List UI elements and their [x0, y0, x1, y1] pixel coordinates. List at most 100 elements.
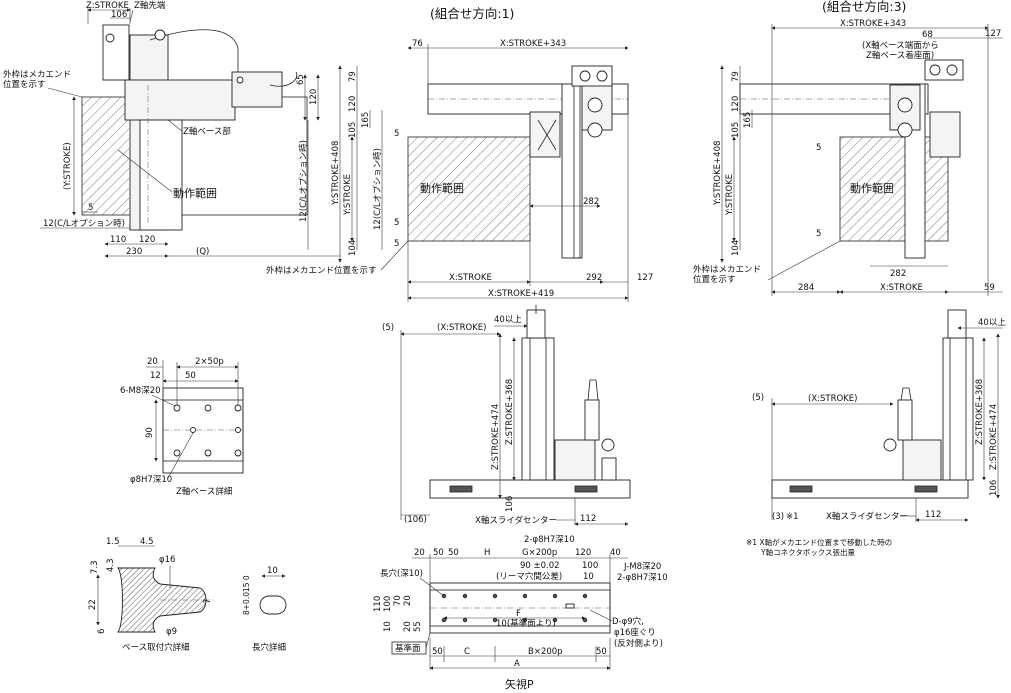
label-5-front1: (5): [382, 323, 394, 333]
label-79-dir1: 79: [348, 71, 358, 82]
label-tap-p: J-M8深20: [623, 562, 661, 572]
label-slider-center-front3: X軸スライダセンター: [826, 511, 908, 522]
label-282-dir1: 282: [583, 197, 599, 207]
z-column-front3: [942, 337, 974, 481]
label-106-front1: 106: [505, 496, 515, 512]
note-x-end-dir3-line2: Z軸ベース着座面): [866, 50, 934, 61]
label-z-stroke-474-front1: Z:STROKE+474: [491, 404, 501, 470]
label-counterbore-p: φ16座ぐり: [614, 627, 656, 638]
label-105-dir1: 105: [348, 122, 358, 138]
label-50-zbase: 50: [185, 371, 196, 381]
title-mount-hole: ベース取付穴詳細: [122, 642, 190, 653]
label-50b-bottom-p: 50: [596, 647, 607, 657]
label-43-mount: 4.3: [106, 558, 116, 572]
mount-hole-detail: 1.5 4.5 7.3 4.3 φ16 22 7 6 φ9 ベース取付穴詳細: [88, 537, 215, 653]
label-10-longhole: 10: [267, 566, 278, 576]
footnote-front3-line2: Y軸コネクタボックス張出量: [746, 547, 856, 557]
heading-dir3: (組合せ方向:3): [822, 0, 906, 14]
label-110: 110: [110, 235, 126, 245]
label-pitch-zbase: 2×50p: [195, 357, 224, 367]
label-120-dir3: 120: [731, 96, 741, 112]
label-6-mount: 6: [97, 629, 107, 634]
label-x-stroke-343-dir3: X:STROKE+343: [840, 19, 906, 29]
label-x-stroke-dir3: X:STROKE: [880, 283, 923, 293]
label-z-stroke: Z:STROKE: [86, 1, 129, 11]
front-view-dir3: 40以上 (5) (X:STROKE) Z:STROKE+474 Z:STROK…: [746, 309, 1006, 557]
label-106-left: 106: [111, 10, 127, 20]
label-10-left-p: 10: [383, 621, 393, 632]
label-opposite-p: (反対側より): [614, 638, 663, 649]
label-x-stroke-dir1: X:STROKE: [449, 273, 492, 283]
label-12-zbase: 12: [150, 371, 161, 381]
y-axis-rail-dir1: [561, 83, 583, 259]
label-z-stroke-368-front3: Z:STROKE+368: [975, 379, 985, 445]
label-20b-left-p: 20: [403, 621, 413, 632]
label-ref-10-p: 10(基準面より): [496, 618, 556, 629]
label-40-front1: 40以上: [494, 315, 522, 325]
label-120-dir1: 120: [348, 96, 358, 112]
label-104-dir3: 104: [731, 240, 741, 256]
label-z-stroke-474-front3: Z:STROKE+474: [989, 404, 999, 470]
label-y-stroke-dir1: Y:STROKE: [343, 174, 353, 216]
label-292-dir1: 292: [586, 273, 602, 283]
z-base-block: [124, 79, 236, 121]
label-90-zbase: 90: [145, 427, 155, 438]
label-long-hole-p: 長穴(深10): [380, 568, 423, 579]
label-5a-dir3: 5: [816, 143, 821, 153]
y-axis-body: [139, 119, 183, 231]
z-column-front1: [521, 337, 555, 481]
label-50a-top-p: 50: [433, 548, 444, 558]
label-165-dir3: 165: [743, 112, 753, 128]
label-120v-left: 120: [309, 89, 319, 105]
note-outer-frame-dir1: 外枠はメカエンド位置を示す: [266, 265, 377, 276]
arrow-view-p: 2-φ8H7深10 20 50 50 H G×200p 120 40 90 ±0…: [373, 535, 668, 691]
label-230: 230: [126, 247, 142, 257]
label-120-left: 120: [139, 235, 155, 245]
label-112-front1: 112: [580, 514, 596, 524]
label-40-front3: 40以上: [978, 318, 1006, 328]
label-f-p: F: [516, 609, 521, 619]
label-105-dir3: 105: [731, 122, 741, 138]
label-20-zbase: 20: [147, 357, 158, 367]
label-73-mount: 7.3: [90, 560, 100, 574]
note-outer-frame-dir3-line1: 外枠はメカエンド: [693, 264, 761, 275]
label-104-dir1: 104: [348, 240, 358, 256]
note-outer-frame-left-line2: 位置を示す: [3, 79, 46, 90]
note-outer-frame-left-line1: 外枠はメカエンド: [3, 69, 71, 80]
label-100-left-p: 100: [383, 596, 393, 612]
label-tol-longhole: 8+0.015 0: [242, 575, 251, 615]
label-106-front3: 106: [989, 480, 999, 496]
label-reamer-p: (リーマ穴間公差): [496, 571, 562, 582]
label-pin-zbase: φ8H7深10: [130, 475, 172, 485]
label-y-stroke-dir3: Y:STROKE: [725, 174, 735, 216]
carriage-dir3: [929, 111, 961, 158]
label-5b-dir3: 5: [816, 229, 821, 239]
label-12-cl-v: 12(C/Lオプション時): [299, 140, 309, 222]
label-165-dir1: 165: [361, 112, 371, 128]
label-5c-dir1: 5: [394, 239, 399, 249]
label-5b-dir1: 5: [394, 218, 399, 228]
label-10-p: 10: [583, 572, 594, 582]
long-hole-detail: 10 8+0.015 0 長穴詳細: [242, 566, 287, 653]
label-y-stroke-paren: (Y:STROKE): [63, 142, 73, 190]
label-106p-front1: (106): [404, 515, 427, 525]
top-view-dir1: 76 X:STROKE+343 79 120 105 104 Y:STROKE+…: [266, 39, 653, 302]
label-pin-top-p: 2-φ8H7深10: [524, 535, 575, 545]
label-50a-bottom-p: 50: [432, 647, 443, 657]
note-outer-frame-dir3-line2: 位置を示す: [693, 274, 736, 285]
y-head-front1: [554, 439, 596, 481]
z-base-plate: [162, 387, 244, 474]
label-55-left-p: 55: [413, 621, 423, 632]
label-20-left-p: 20: [403, 595, 413, 606]
label-284-dir3: 284: [798, 283, 814, 293]
motion-area-hatch-left: [82, 97, 129, 215]
label-40-top-p: 40: [610, 548, 621, 558]
carriage-dir1: [529, 111, 561, 158]
label-b-bottom-p: B×200p: [528, 647, 563, 657]
label-d-hole-p: D-φ9穴,: [612, 616, 644, 627]
label-65: 65: [296, 74, 306, 85]
label-22-mount: 22: [88, 599, 98, 610]
label-motion-range-dir1: 動作範囲: [420, 181, 464, 195]
